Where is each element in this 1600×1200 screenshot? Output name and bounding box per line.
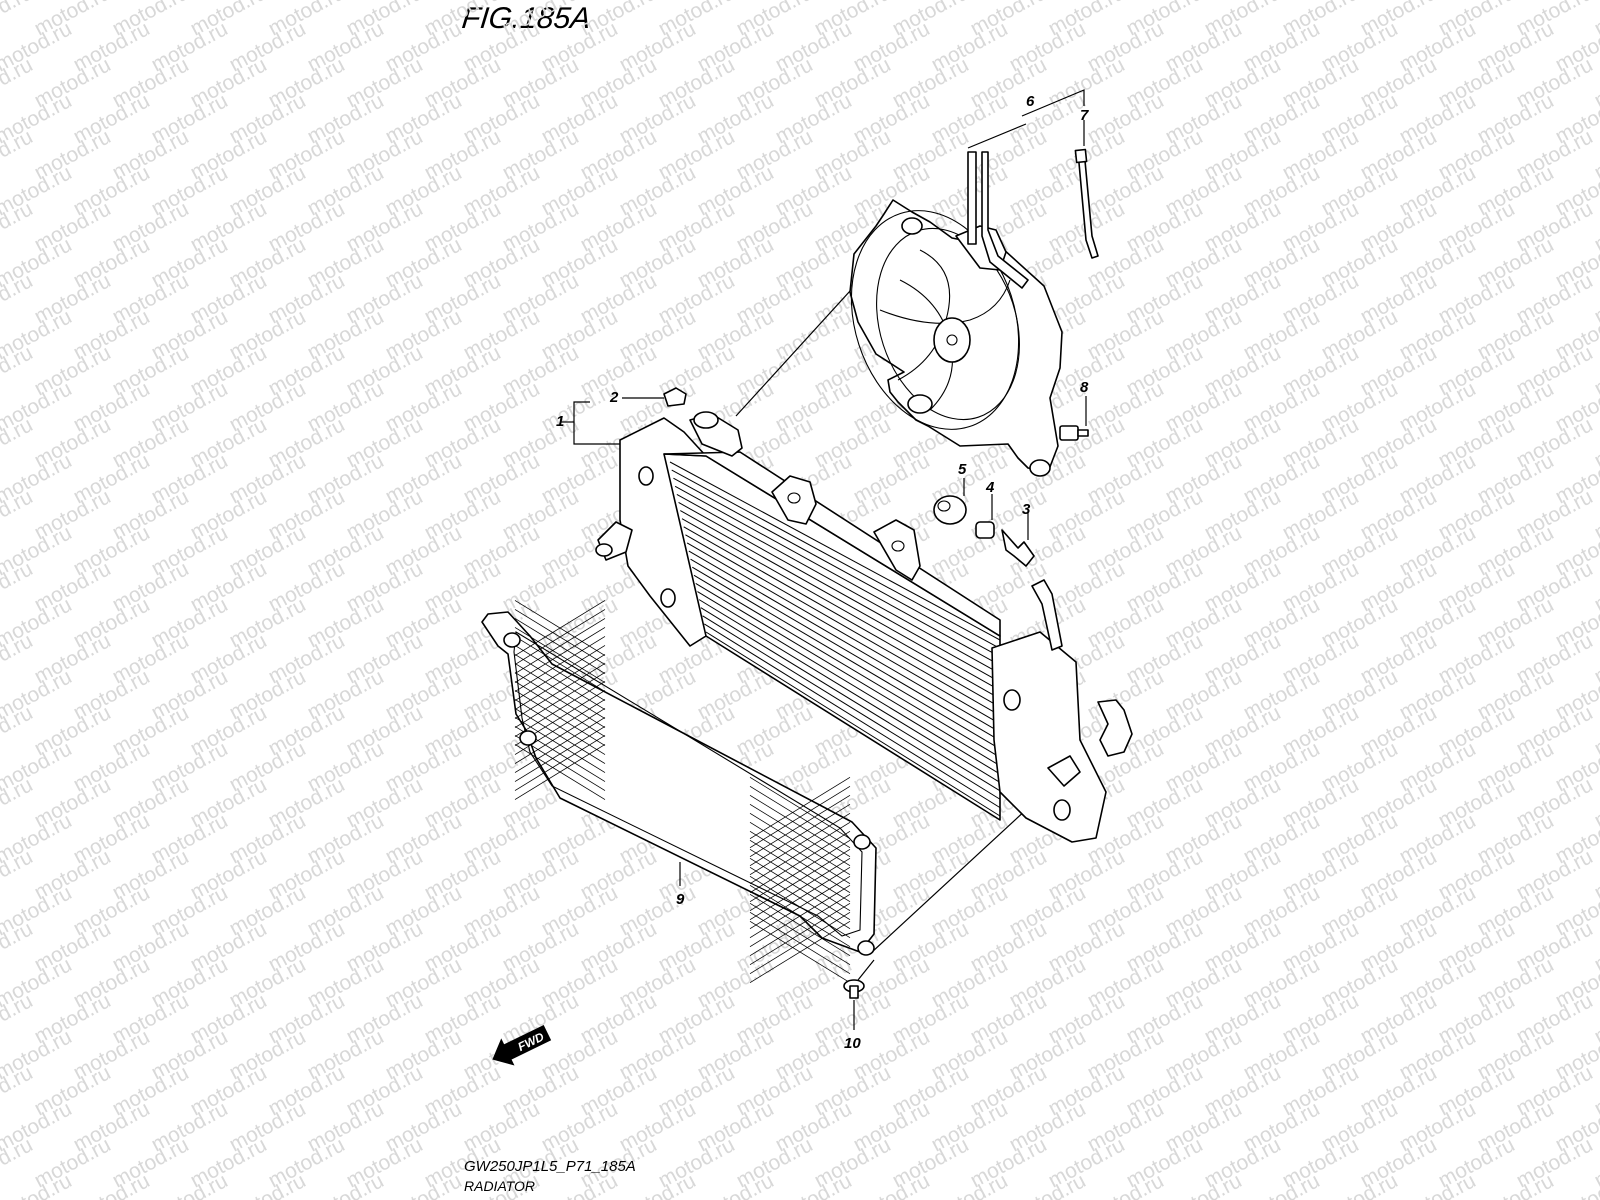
callout-1: 1 — [556, 413, 564, 430]
part-4-collar — [975, 521, 995, 539]
watermark-text: motod.ru — [1591, 0, 1600, 40]
callout-7: 7 — [1080, 107, 1089, 124]
callout-5: 5 — [958, 461, 967, 478]
callout-6: 6 — [1026, 93, 1035, 110]
callout-10: 10 — [844, 1035, 861, 1052]
figure-code: GW250JP1L5_P71_185A — [464, 1158, 636, 1175]
callout-4: 4 — [985, 479, 995, 496]
callout-2: 2 — [609, 389, 619, 406]
figure-name: RADIATOR — [464, 1178, 536, 1194]
part-5-grommet — [933, 495, 967, 525]
leader-screen-to-screw — [857, 959, 875, 981]
callout-3: 3 — [1022, 501, 1031, 518]
callout-8: 8 — [1080, 379, 1089, 396]
callout-9: 9 — [676, 891, 685, 908]
